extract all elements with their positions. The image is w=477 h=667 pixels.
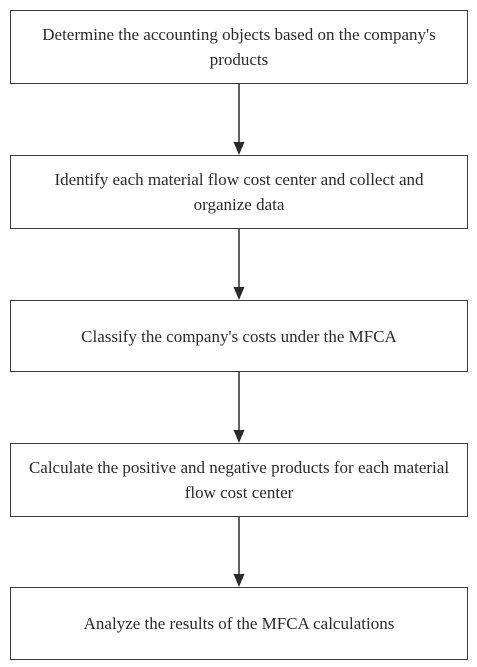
flow-arrow-1	[230, 84, 248, 155]
step-2-label: Identify each material flow cost center …	[54, 170, 424, 214]
flow-arrow-3	[230, 372, 248, 443]
flowchart-step-1: Determine the accounting objects based o…	[10, 10, 468, 84]
flow-arrow-4	[230, 517, 248, 587]
flowchart-step-2: Identify each material flow cost center …	[10, 155, 468, 229]
step-1-label: Determine the accounting objects based o…	[42, 25, 436, 69]
step-3-label: Classify the company's costs under the M…	[81, 326, 397, 346]
flowchart-step-3: Classify the company's costs under the M…	[10, 300, 468, 372]
flow-arrow-2	[230, 229, 248, 300]
step-4-label: Calculate the positive and negative prod…	[28, 458, 450, 502]
flowchart-step-5: Analyze the results of the MFCA calculat…	[10, 587, 468, 660]
step-5-label: Analyze the results of the MFCA calculat…	[83, 614, 395, 633]
flowchart-step-4: Calculate the positive and negative prod…	[10, 443, 468, 517]
